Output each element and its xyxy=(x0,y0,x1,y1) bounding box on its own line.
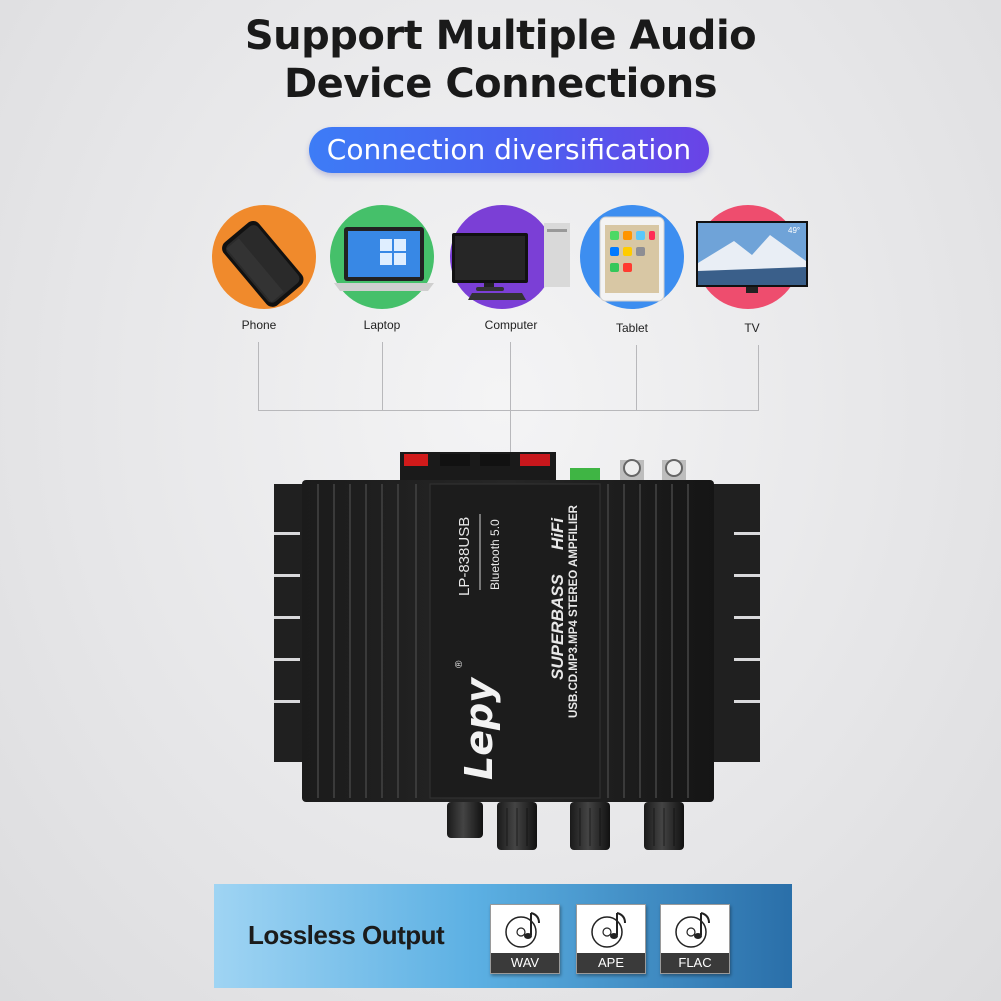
amp-hifi: HiFi xyxy=(548,517,567,550)
amp-series: SUPERBASS xyxy=(548,574,567,680)
disc-music-icon xyxy=(591,912,626,948)
connector-line xyxy=(636,345,637,410)
connector-line xyxy=(758,345,759,410)
device-label-computer: Computer xyxy=(484,318,538,332)
banner-label: Lossless Output xyxy=(248,920,445,950)
device-label-phone: Phone xyxy=(241,318,277,332)
connection-pill: Connection diversification xyxy=(309,127,709,173)
tv-icon: 49° xyxy=(696,205,808,309)
amplifier-image: LP-838USB Bluetooth 5.0 Lepy ® SUPERBASS… xyxy=(272,440,762,870)
format-label: APE xyxy=(577,953,645,973)
tv-screen-text: 49° xyxy=(788,226,800,235)
title-line-2: Device Connections xyxy=(283,61,718,107)
format-badge-wav: WAV xyxy=(490,904,560,974)
amp-features: USB.CD.MP3.MP4 STEREO AMPFILIER xyxy=(568,505,580,718)
computer-icon xyxy=(450,205,570,309)
format-badge-ape: APE xyxy=(576,904,646,974)
connector-line xyxy=(382,342,383,410)
connector-line xyxy=(258,342,259,410)
device-label-tv: TV xyxy=(744,321,760,335)
disc-music-icon xyxy=(505,912,540,948)
connector-line xyxy=(510,342,511,410)
phone-icon xyxy=(212,205,316,309)
title-line-1: Support Multiple Audio xyxy=(244,13,757,59)
format-label: FLAC xyxy=(661,953,729,973)
amp-bluetooth: Bluetooth 5.0 xyxy=(488,519,502,590)
format-badge-flac: FLAC xyxy=(660,904,730,974)
amp-registered: ® xyxy=(454,660,465,668)
disc-music-icon xyxy=(675,912,710,948)
lossless-banner: Lossless Output WAV APE FLAC xyxy=(214,884,792,988)
laptop-icon xyxy=(330,205,434,309)
amp-model: LP-838USB xyxy=(456,516,473,596)
page-title: Support Multiple Audio Device Connection… xyxy=(0,12,1001,108)
format-label: WAV xyxy=(491,953,559,973)
connector-line xyxy=(258,410,759,411)
tablet-icon xyxy=(580,205,684,309)
connector-line xyxy=(510,410,511,456)
amp-brand-logo: Lepy xyxy=(457,678,501,780)
device-label-tablet: Tablet xyxy=(615,321,649,335)
device-label-laptop: Laptop xyxy=(363,318,401,332)
